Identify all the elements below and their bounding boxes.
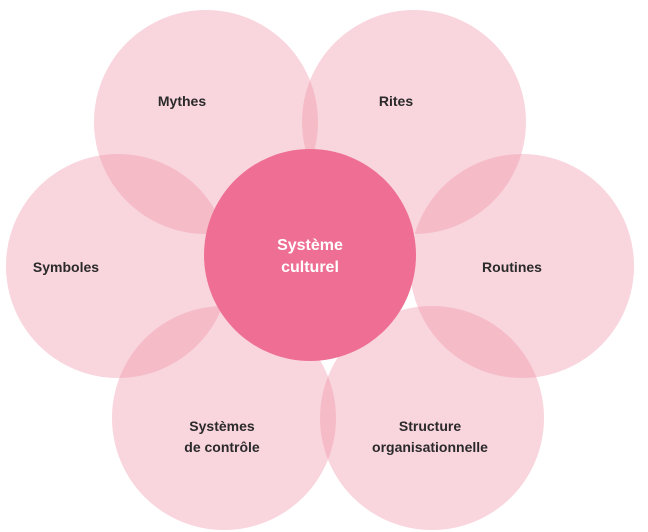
- petal-structure: [320, 306, 544, 530]
- label-mythes: Mythes: [158, 93, 206, 109]
- center-label-line1: Système: [277, 237, 343, 254]
- petal-symboles: [6, 154, 230, 378]
- label-systemes-line1: Systèmes: [189, 418, 255, 434]
- center-label-line2: culturel: [281, 259, 339, 276]
- label-structure-line2: organisationnelle: [372, 439, 488, 455]
- petal-routines: [410, 154, 634, 378]
- label-systemes-line2: de contrôle: [184, 439, 260, 455]
- center-circle: [204, 149, 416, 361]
- label-structure-line1: Structure: [399, 418, 461, 434]
- label-symboles: Symboles: [33, 259, 99, 275]
- label-routines: Routines: [482, 259, 542, 275]
- petal-systemes-controle: [112, 306, 336, 530]
- label-rites: Rites: [379, 93, 413, 109]
